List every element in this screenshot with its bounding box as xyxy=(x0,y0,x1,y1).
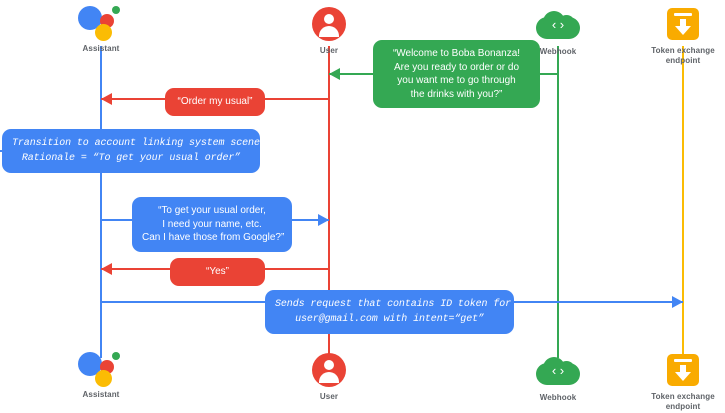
message-bubble-yes: “Yes” xyxy=(170,258,265,286)
actor-label-token-top: Token exchange endpoint xyxy=(623,46,725,66)
cloud-code-icon: ‹› xyxy=(498,5,618,45)
user-avatar-icon-bottom xyxy=(269,350,389,390)
arrowhead-user-to-assistant-yes xyxy=(101,263,112,275)
arrowhead-user-to-assistant-order xyxy=(101,93,112,105)
actor-label-user-bottom: User xyxy=(319,392,339,401)
lifeline-assistant xyxy=(100,46,102,358)
actor-label-user-top: User xyxy=(319,46,339,55)
token-msg-line-2: user@gmail.com with intent=“get” xyxy=(295,314,484,325)
actor-assistant-top: Assistant xyxy=(41,2,161,54)
code-brackets-glyph: ‹› xyxy=(550,18,566,33)
actor-token-endpoint-top: Token exchange endpoint xyxy=(623,4,725,66)
actor-token-endpoint-bottom: Token exchange endpoint xyxy=(623,350,725,412)
ask-line-3: Can I have those from Google?” xyxy=(142,232,285,243)
arrowhead-assistant-to-token-endpoint xyxy=(672,296,683,308)
transition-line-2: Rationale = “To get your usual order” xyxy=(21,153,241,164)
google-assistant-icon-bottom xyxy=(41,348,161,388)
download-box-icon-bottom xyxy=(623,350,725,390)
arrowhead-webhook-to-user xyxy=(329,68,340,80)
welcome-line-1: “Welcome to Boba Bonanza! xyxy=(392,48,521,59)
token-label-bottom-line-2: endpoint xyxy=(665,402,701,411)
message-note-send-id-token: Sends request that contains ID token for… xyxy=(265,290,514,334)
actor-webhook-bottom: ‹› Webhook xyxy=(498,351,618,403)
user-avatar-icon xyxy=(269,4,389,44)
actor-label-webhook-bottom: Webhook xyxy=(539,393,577,402)
token-msg-line-1: Sends request that contains ID token for xyxy=(275,299,512,310)
token-label-bottom-line-1: Token exchange xyxy=(651,392,715,401)
ask-line-1: “To get your usual order, xyxy=(158,205,266,216)
transition-line-1: Transition to account linking system sce… xyxy=(12,138,266,149)
lifeline-webhook xyxy=(557,46,559,358)
ask-line-2: I need your name, etc. xyxy=(162,218,262,230)
message-bubble-welcome: “Welcome to Boba Bonanza! Are you ready … xyxy=(373,40,540,108)
welcome-line-2: Are you ready to order or do xyxy=(393,61,520,73)
token-label-line-2: endpoint xyxy=(665,56,701,65)
actor-assistant-bottom: Assistant xyxy=(41,348,161,400)
actor-user-top: User xyxy=(269,4,389,56)
download-box-icon xyxy=(623,4,725,44)
actor-label-assistant-top: Assistant xyxy=(82,44,120,53)
welcome-line-3: you want me to go through xyxy=(397,75,516,86)
lifeline-user xyxy=(328,46,330,358)
actor-webhook-top: ‹› Webhook xyxy=(498,5,618,57)
message-note-transition: Transition to account linking system sce… xyxy=(2,129,266,173)
google-assistant-icon xyxy=(41,2,161,42)
welcome-line-4: the drinks with you?” xyxy=(410,88,503,100)
actor-user-bottom: User xyxy=(269,350,389,402)
arrowhead-assistant-to-user-ask xyxy=(318,214,329,226)
actor-label-webhook-top: Webhook xyxy=(539,47,577,56)
lifeline-token-exchange-endpoint xyxy=(682,46,684,358)
code-brackets-glyph-bottom: ‹› xyxy=(550,364,566,379)
actor-label-assistant-bottom: Assistant xyxy=(82,390,120,399)
yes-line-1: “Yes” xyxy=(206,266,229,277)
token-label-line-1: Token exchange xyxy=(651,46,715,55)
order-line-1: “Order my usual” xyxy=(177,96,253,107)
actor-label-token-bottom: Token exchange endpoint xyxy=(623,392,725,412)
message-bubble-order-my-usual: “Order my usual” xyxy=(165,88,265,116)
cloud-code-icon-bottom: ‹› xyxy=(498,351,618,391)
message-bubble-ask-for-name: “To get your usual order, I need your na… xyxy=(132,197,292,252)
